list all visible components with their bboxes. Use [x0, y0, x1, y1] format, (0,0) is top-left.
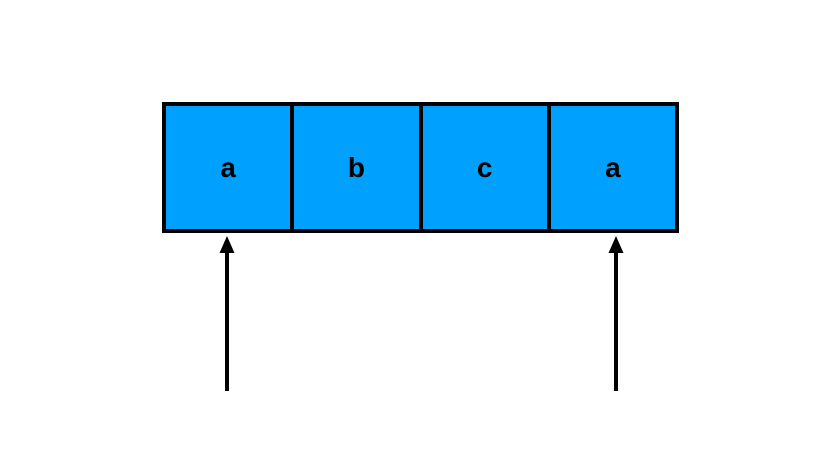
cell-label: b [347, 151, 365, 183]
cell-label: a [220, 151, 236, 183]
up-arrow-icon [219, 236, 235, 391]
array-cell-1: b [290, 102, 423, 233]
array-cell-3: a [546, 102, 679, 233]
array-row: a b c a [162, 102, 679, 233]
cell-label: a [605, 151, 621, 183]
cell-label: c [476, 151, 493, 183]
up-arrow-icon [608, 236, 624, 391]
array-cell-0: a [162, 102, 295, 233]
array-cell-2: c [418, 102, 551, 233]
